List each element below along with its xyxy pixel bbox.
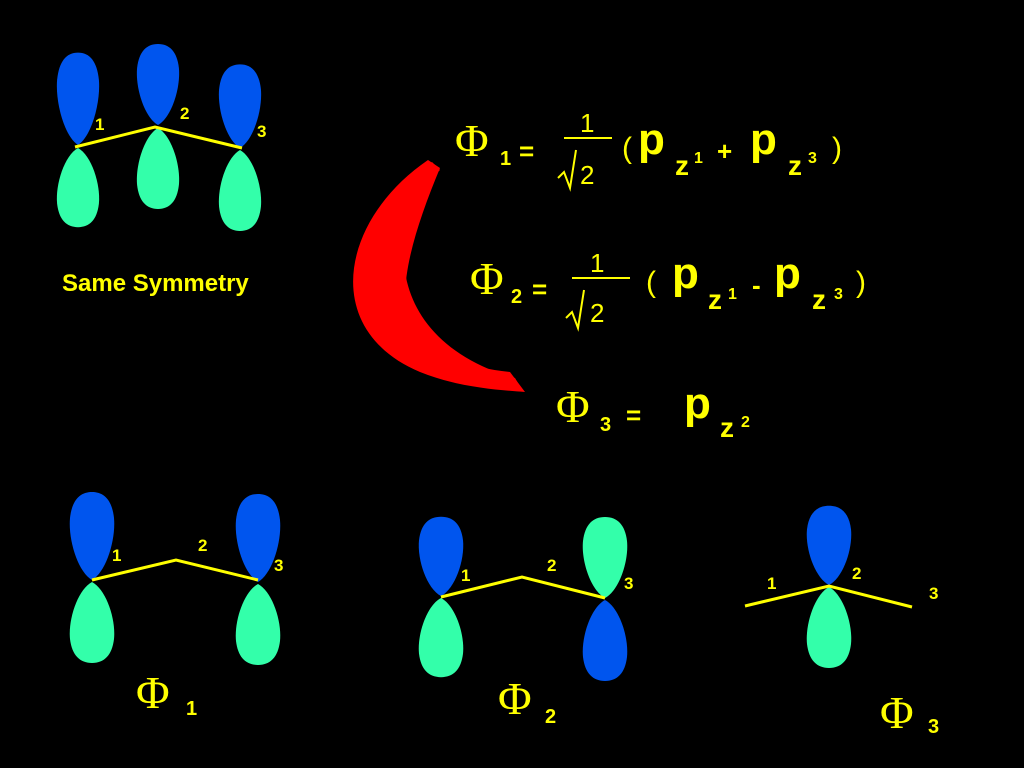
p-symbol: p	[750, 115, 777, 164]
mo-phi3-orbitals	[744, 505, 913, 668]
p-symbol: p	[774, 249, 801, 298]
phi-index: 2	[511, 286, 523, 308]
reference-orbitals	[56, 44, 262, 231]
p-symbol: p	[684, 379, 711, 428]
phi-symbol: Φ	[556, 381, 590, 432]
fraction-denominator: 2	[580, 160, 595, 190]
atom-label: 3	[274, 556, 284, 575]
fraction-numerator: 1	[590, 248, 605, 278]
plus-operator: +	[717, 136, 733, 166]
phi-symbol: Φ	[498, 673, 532, 724]
equals-sign: =	[532, 274, 548, 304]
caption-same-symmetry: Same Symmetry	[62, 270, 249, 297]
z-subscript: z	[708, 284, 722, 315]
close-paren: )	[832, 132, 842, 165]
phi-symbol: Φ	[470, 253, 504, 304]
z-subscript: z	[675, 150, 689, 181]
atom-label: 1	[112, 546, 122, 565]
atom-index: 3	[834, 286, 843, 303]
atom-label: 2	[852, 564, 862, 583]
atom-label: 2	[180, 104, 190, 123]
phi-index: 3	[600, 414, 612, 436]
atom-label: 1	[767, 574, 777, 593]
atom-index: 3	[808, 150, 817, 167]
atom-label: 3	[929, 584, 939, 603]
minus-operator: -	[752, 270, 761, 300]
z-subscript: z	[788, 150, 802, 181]
atom-index: 2	[741, 414, 750, 431]
atom-label: 2	[198, 536, 208, 555]
phi-index: 2	[545, 706, 557, 728]
radical-signs	[557, 137, 630, 332]
atom-label: 1	[95, 115, 105, 134]
phi-index: 1	[186, 698, 198, 720]
curved-arrow	[353, 160, 525, 392]
phi-symbol: Φ	[136, 667, 170, 718]
atom-label: 3	[257, 122, 267, 141]
mo-phi1-orbitals	[69, 492, 281, 665]
atom-label: 2	[547, 556, 557, 575]
phi-symbol: Φ	[455, 115, 489, 166]
z-subscript: z	[812, 284, 826, 315]
phi-index: 3	[928, 716, 940, 738]
open-paren: (	[646, 266, 656, 299]
phi-symbol: Φ	[880, 687, 914, 738]
atom-index: 1	[694, 150, 703, 167]
mo-phi2-orbitals	[418, 516, 628, 681]
fraction-denominator: 2	[590, 298, 605, 328]
equals-sign: =	[626, 400, 642, 430]
close-paren: )	[856, 266, 866, 299]
p-symbol: p	[638, 115, 665, 164]
fraction-numerator: 1	[580, 108, 595, 138]
p-symbol: p	[672, 249, 699, 298]
z-subscript: z	[720, 412, 734, 443]
equals-sign: =	[519, 136, 535, 166]
atom-label: 1	[461, 566, 471, 585]
atom-label: 3	[624, 574, 634, 593]
phi-index: 1	[500, 148, 512, 170]
open-paren: (	[622, 132, 632, 165]
atom-index: 1	[728, 286, 737, 303]
